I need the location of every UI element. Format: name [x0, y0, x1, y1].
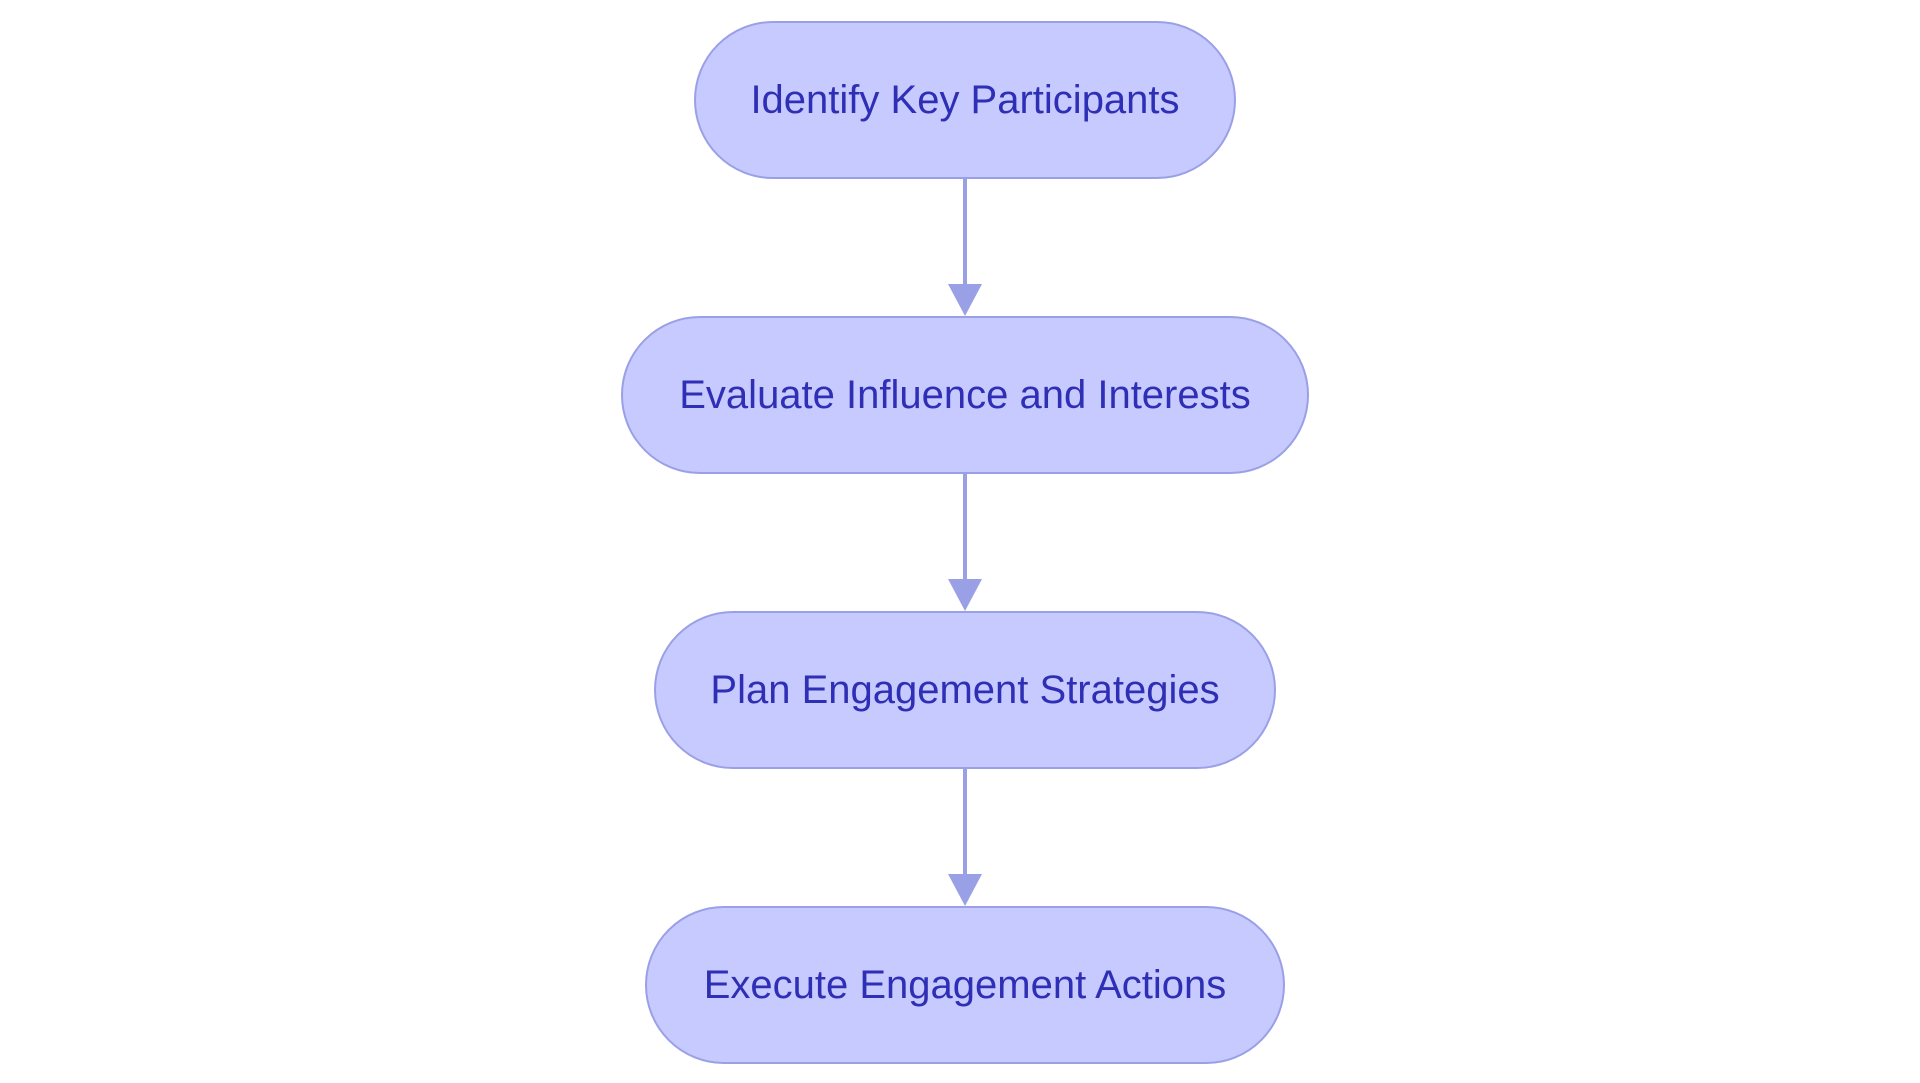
arrowhead-icon: [948, 874, 982, 906]
edge-n1-n2: [948, 179, 982, 316]
edge-n3-n4: [948, 769, 982, 906]
node-label: Plan Engagement Strategies: [710, 667, 1220, 712]
node-evaluate-influence-and-interests: Evaluate Influence and Interests: [621, 316, 1309, 474]
edge-n2-n3: [948, 474, 982, 611]
arrowhead-icon: [948, 579, 982, 611]
node-execute-engagement-actions: Execute Engagement Actions: [645, 906, 1285, 1064]
node-plan-engagement-strategies: Plan Engagement Strategies: [654, 611, 1276, 769]
arrowhead-icon: [948, 284, 982, 316]
node-label: Execute Engagement Actions: [703, 962, 1227, 1007]
node-label: Evaluate Influence and Interests: [679, 372, 1251, 417]
node-label: Identify Key Participants: [750, 77, 1180, 122]
node-identify-key-participants: Identify Key Participants: [694, 21, 1236, 179]
